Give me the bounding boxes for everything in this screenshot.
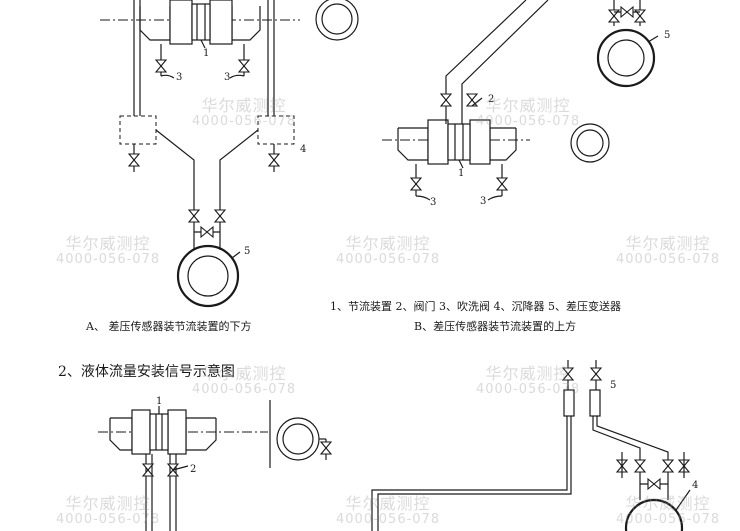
section-title: 2、液体流量安装信号示意图: [58, 364, 235, 380]
label-1-a: 1: [203, 48, 209, 59]
diagram-a: 1 3 3 4 5: [100, 0, 359, 308]
label-3-b-right: 3: [480, 196, 486, 207]
settling-vessel-d-right: [589, 389, 601, 417]
transmitter-a-outer: [176, 244, 240, 308]
label-2-b: 2: [488, 94, 494, 105]
label-4-d: 4: [692, 480, 698, 491]
settling-vessel-d-left: [563, 389, 575, 417]
diagram-d: 5 4: [371, 360, 698, 531]
transmitter-b-outer: [596, 28, 656, 88]
throttling-device-c: [131, 409, 151, 455]
legend-text: 1、节流装置 2、阀门 3、吹洗阀 4、沉降器 5、差压变送器: [330, 300, 621, 313]
label-5-b: 5: [664, 30, 670, 41]
label-5-d: 5: [610, 380, 616, 391]
label-3-a-left: 3: [176, 72, 182, 83]
pipe-section-a: [315, 0, 359, 41]
transmitter-d-outer: [624, 498, 684, 531]
caption-b: B、差压传感器装节流装置的上方: [414, 320, 577, 333]
label-3-b-left: 3: [430, 197, 436, 208]
label-4-a: 4: [300, 144, 306, 155]
label-1-b: 1: [458, 168, 464, 179]
throttling-device-a: [100, 0, 300, 49]
label-3-a-right: 3: [224, 72, 230, 83]
caption-a: A、 差压传感器装节流装置的下方: [86, 320, 252, 333]
diagram-c: 1 2: [98, 396, 332, 531]
settling-vessel-left: [119, 115, 157, 145]
label-2-c: 2: [190, 464, 196, 475]
throttling-device-b: [382, 119, 530, 169]
label-5-a: 5: [244, 246, 250, 257]
diagram-b: 2 1 3 3 5: [382, 0, 670, 208]
pipe-section-b: [570, 123, 610, 163]
label-1-c: 1: [156, 396, 162, 407]
